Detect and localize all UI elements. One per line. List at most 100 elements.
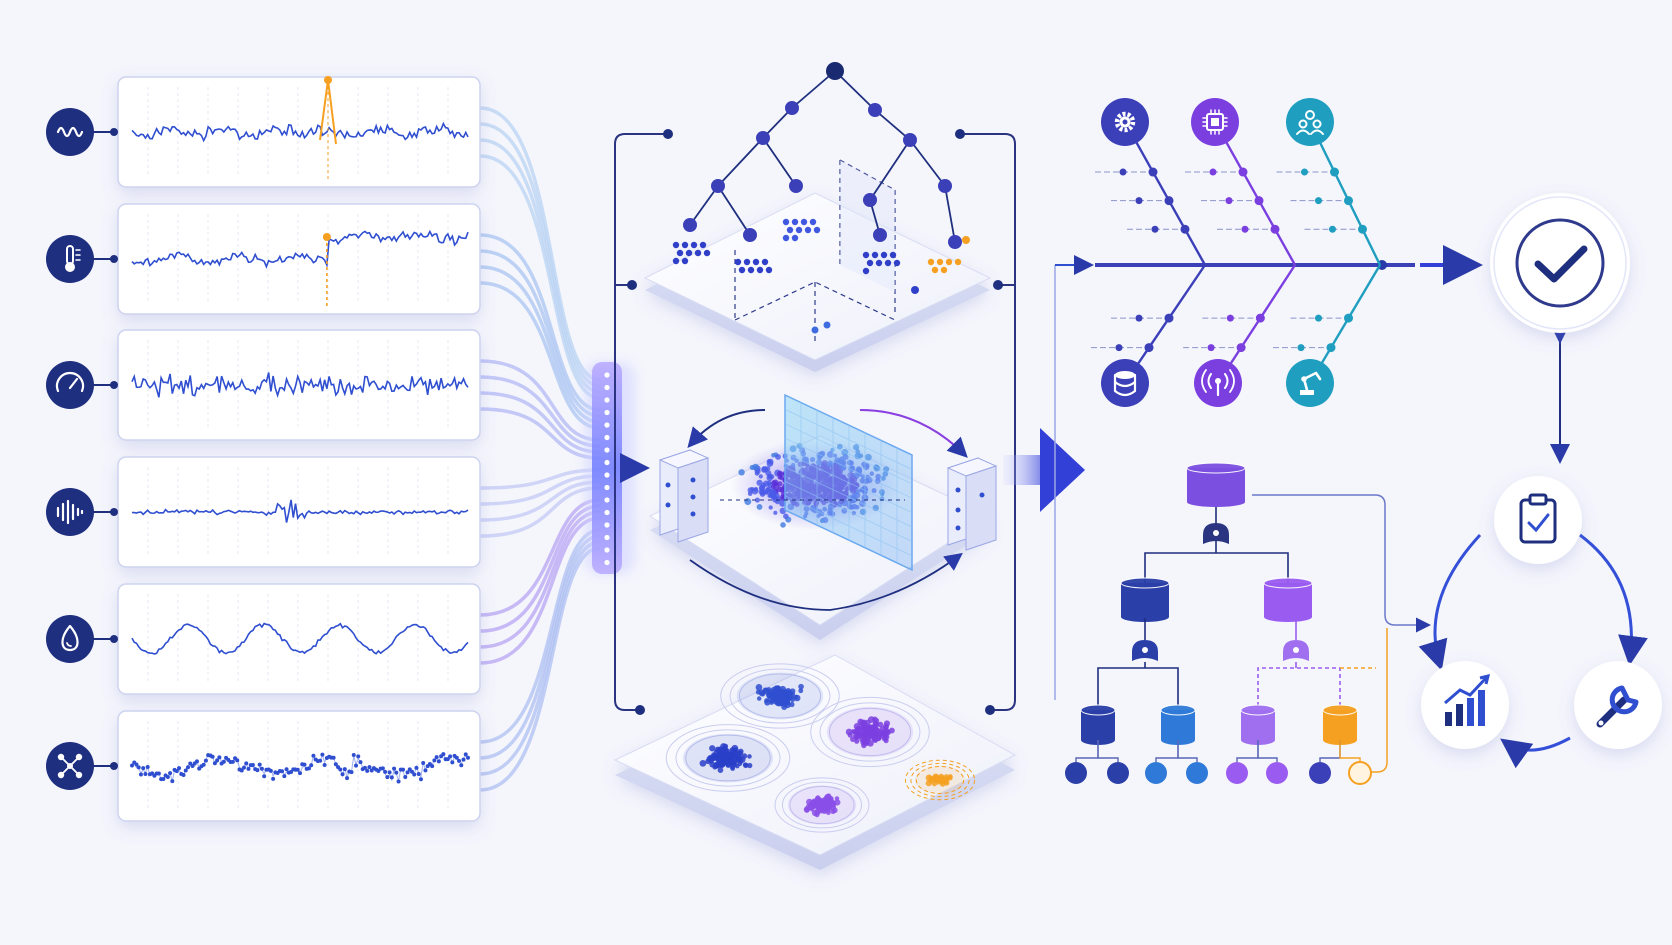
or-gate-icon: [1203, 523, 1229, 544]
data-point: [765, 466, 771, 472]
intermediate-event: [1120, 577, 1170, 622]
database-icon: [1101, 359, 1149, 407]
cluster-point: [798, 688, 804, 694]
cluster-point: [706, 755, 714, 763]
bracket-node: [635, 705, 645, 715]
cluster-point: [717, 767, 724, 773]
tree-edge: [791, 70, 836, 109]
data-point: [754, 471, 760, 476]
sub-cause-node: [1207, 344, 1215, 352]
cluster-point: [928, 775, 934, 781]
signal-panel: [117, 583, 481, 695]
sensor-panel-6: [46, 710, 481, 822]
tree-edge: [689, 185, 719, 226]
signal-trace: [131, 622, 469, 655]
signal-flow-line: [479, 233, 601, 412]
cluster-point: [775, 685, 781, 691]
cluster-point: [759, 691, 766, 697]
and-gate-icon: [1132, 640, 1158, 661]
leaf-event: [1107, 762, 1129, 784]
sub-cause-node: [1330, 167, 1339, 177]
tree-edge: [909, 139, 946, 187]
signal-flow-line: [479, 281, 601, 430]
bracket-node: [663, 129, 673, 139]
cause-bone: [1308, 121, 1382, 266]
signal-panel: [117, 203, 481, 315]
anomaly-cluster: [904, 759, 976, 801]
leaf-event: [1309, 762, 1331, 784]
vibration-icon: [46, 488, 94, 536]
signal-flow-line: [479, 534, 601, 760]
sub-cause-node: [1315, 197, 1322, 205]
leaf-cluster: [672, 241, 711, 265]
anomaly-leaf: [962, 236, 970, 244]
cause-branch-top: [1095, 98, 1207, 266]
signal-flow-line: [479, 498, 601, 617]
hub-channel-dot: [604, 459, 610, 466]
data-point: [744, 498, 752, 506]
leaf-event: [1266, 762, 1288, 784]
hub-channel-dot: [604, 497, 610, 503]
pipeline-arrow: [1003, 428, 1085, 512]
sub-cause-node: [1209, 168, 1217, 176]
fault-tree-connector: [1252, 494, 1431, 633]
sensor-panels: [46, 76, 481, 822]
signal-flow-line: [479, 154, 601, 400]
fault-tree-edge: [1097, 740, 1119, 762]
tree-node: [863, 193, 877, 207]
signal-flow-line: [479, 122, 601, 388]
anomaly-marker: [324, 76, 332, 84]
top-event: [1186, 462, 1246, 507]
checkmark-icon: [1490, 193, 1630, 333]
data-point: [771, 453, 776, 458]
cluster-point: [779, 699, 784, 704]
sensor-panel-4: [46, 456, 481, 568]
signal-flow-line: [479, 468, 601, 490]
fault-tree-edge: [1177, 740, 1198, 762]
hub-channel-dot: [604, 509, 610, 516]
basic-event: [1322, 704, 1358, 745]
data-point: [758, 474, 763, 479]
sub-cause-node: [1254, 196, 1264, 206]
signal-flow-line: [479, 106, 601, 382]
gear-icon: [1101, 98, 1149, 146]
maintenance-cycle: [1418, 193, 1662, 769]
hub-channel-dot: [604, 559, 610, 566]
tree-node: [785, 101, 799, 115]
cluster-point: [825, 793, 832, 799]
cluster-point: [798, 683, 804, 690]
data-point: [756, 504, 763, 510]
hub-channel-dot: [604, 447, 610, 453]
cluster-point: [943, 779, 950, 786]
data-cluster: [810, 696, 930, 768]
tree-node: [789, 179, 803, 193]
cause-branch-bottom: [1273, 264, 1382, 407]
chip-icon: [1191, 98, 1239, 146]
signal-flow-line: [479, 510, 601, 649]
hyperplane-model: [648, 393, 998, 640]
cluster-point: [872, 716, 878, 722]
cluster-point: [877, 721, 884, 728]
tree-node: [948, 235, 962, 249]
fault-tree-edge: [1257, 667, 1341, 706]
cluster-point: [709, 761, 716, 768]
cluster-point: [814, 796, 820, 802]
tree-node: [903, 133, 917, 147]
data-point: [754, 497, 760, 503]
cause-branch-bottom: [1183, 264, 1297, 407]
hub-channel-dot: [604, 472, 610, 478]
fault-path-connector: [1370, 628, 1388, 773]
cluster-point: [880, 729, 886, 736]
data-point: [780, 522, 786, 528]
sub-cause-node: [1119, 168, 1127, 176]
clipboard-icon: [1494, 476, 1582, 564]
data-point: [771, 484, 776, 490]
sub-cause-node: [1255, 313, 1265, 323]
sub-cause-node: [1151, 225, 1159, 233]
cluster-point: [861, 742, 867, 749]
data-point: [776, 470, 784, 477]
cluster-point: [769, 700, 774, 705]
signal-flow-lines: [479, 106, 601, 792]
cluster-point: [722, 745, 728, 752]
